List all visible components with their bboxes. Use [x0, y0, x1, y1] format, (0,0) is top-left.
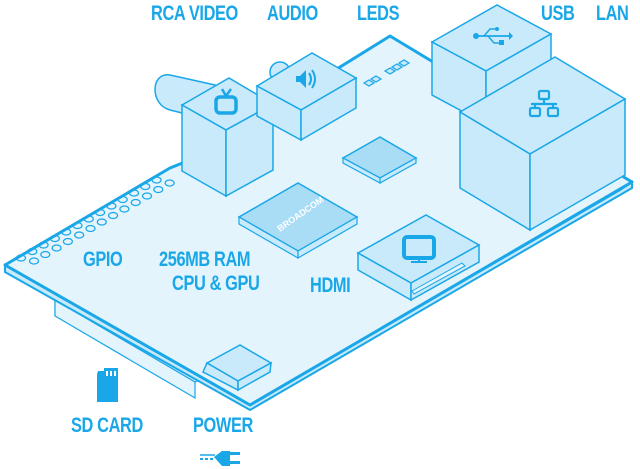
gpio-pin [94, 208, 106, 217]
gpio-pin [153, 185, 164, 194]
gpio-pin [62, 237, 74, 246]
gpio-pin [117, 195, 128, 204]
tv-icon [214, 88, 238, 115]
gpio-pin [83, 215, 94, 223]
label-audio: AUDIO [267, 2, 318, 25]
label-usb: USB [541, 2, 575, 25]
rca-video-connector [154, 74, 275, 198]
status-leds [362, 59, 411, 87]
led [383, 67, 397, 75]
gpio-pin [40, 250, 51, 259]
gpio-pin [49, 234, 61, 243]
label-gpio: GPIO [83, 248, 123, 271]
label-rca-video: RCA VIDEO [151, 2, 238, 25]
gpio-pin [130, 198, 141, 207]
plug-icon [200, 451, 240, 466]
label-power: POWER [193, 414, 253, 437]
gpio-pin [85, 224, 96, 233]
gpio-pin [106, 202, 117, 210]
gpio-pin [72, 221, 83, 230]
led [369, 75, 383, 83]
gpio-pin [27, 247, 38, 256]
led [390, 63, 404, 71]
sd-card-icon [97, 368, 118, 402]
network-icon [528, 89, 560, 118]
label-ram: 256MB RAM [159, 248, 251, 271]
gpio-pin [107, 211, 119, 220]
gpio-pin [15, 254, 27, 262]
label-hdmi: HDMI [310, 274, 351, 297]
gpio-pin [151, 176, 162, 184]
gpio-header [15, 176, 175, 265]
speaker-icon [296, 69, 316, 89]
gpio-pin [38, 241, 49, 249]
gpio-pin [96, 218, 107, 226]
gpio-pin [61, 228, 72, 236]
monitor-icon [402, 235, 436, 263]
lan-port [458, 56, 627, 232]
audio-jack [255, 52, 358, 142]
gpio-pin [141, 192, 153, 200]
gpio-pin [51, 244, 62, 252]
gpio-pin [28, 257, 40, 265]
label-sd-card: SD CARD [71, 414, 143, 437]
usb-lan-chip [341, 136, 418, 185]
label-cpu-gpu: CPU & GPU [172, 272, 260, 295]
gpio-pin [140, 182, 151, 191]
power-connector [202, 344, 273, 392]
led [362, 79, 376, 87]
usb-icon [473, 27, 513, 45]
label-lan: LAN [596, 2, 629, 25]
gpio-pin [128, 189, 140, 197]
gpio-pin [74, 231, 85, 239]
gpio-pin [164, 179, 175, 187]
led [397, 59, 411, 67]
broadcom-soc: BROADCOM [237, 182, 359, 260]
label-leds: LEDS [357, 2, 400, 25]
gpio-pin [119, 205, 130, 213]
hdmi-port [356, 214, 481, 302]
